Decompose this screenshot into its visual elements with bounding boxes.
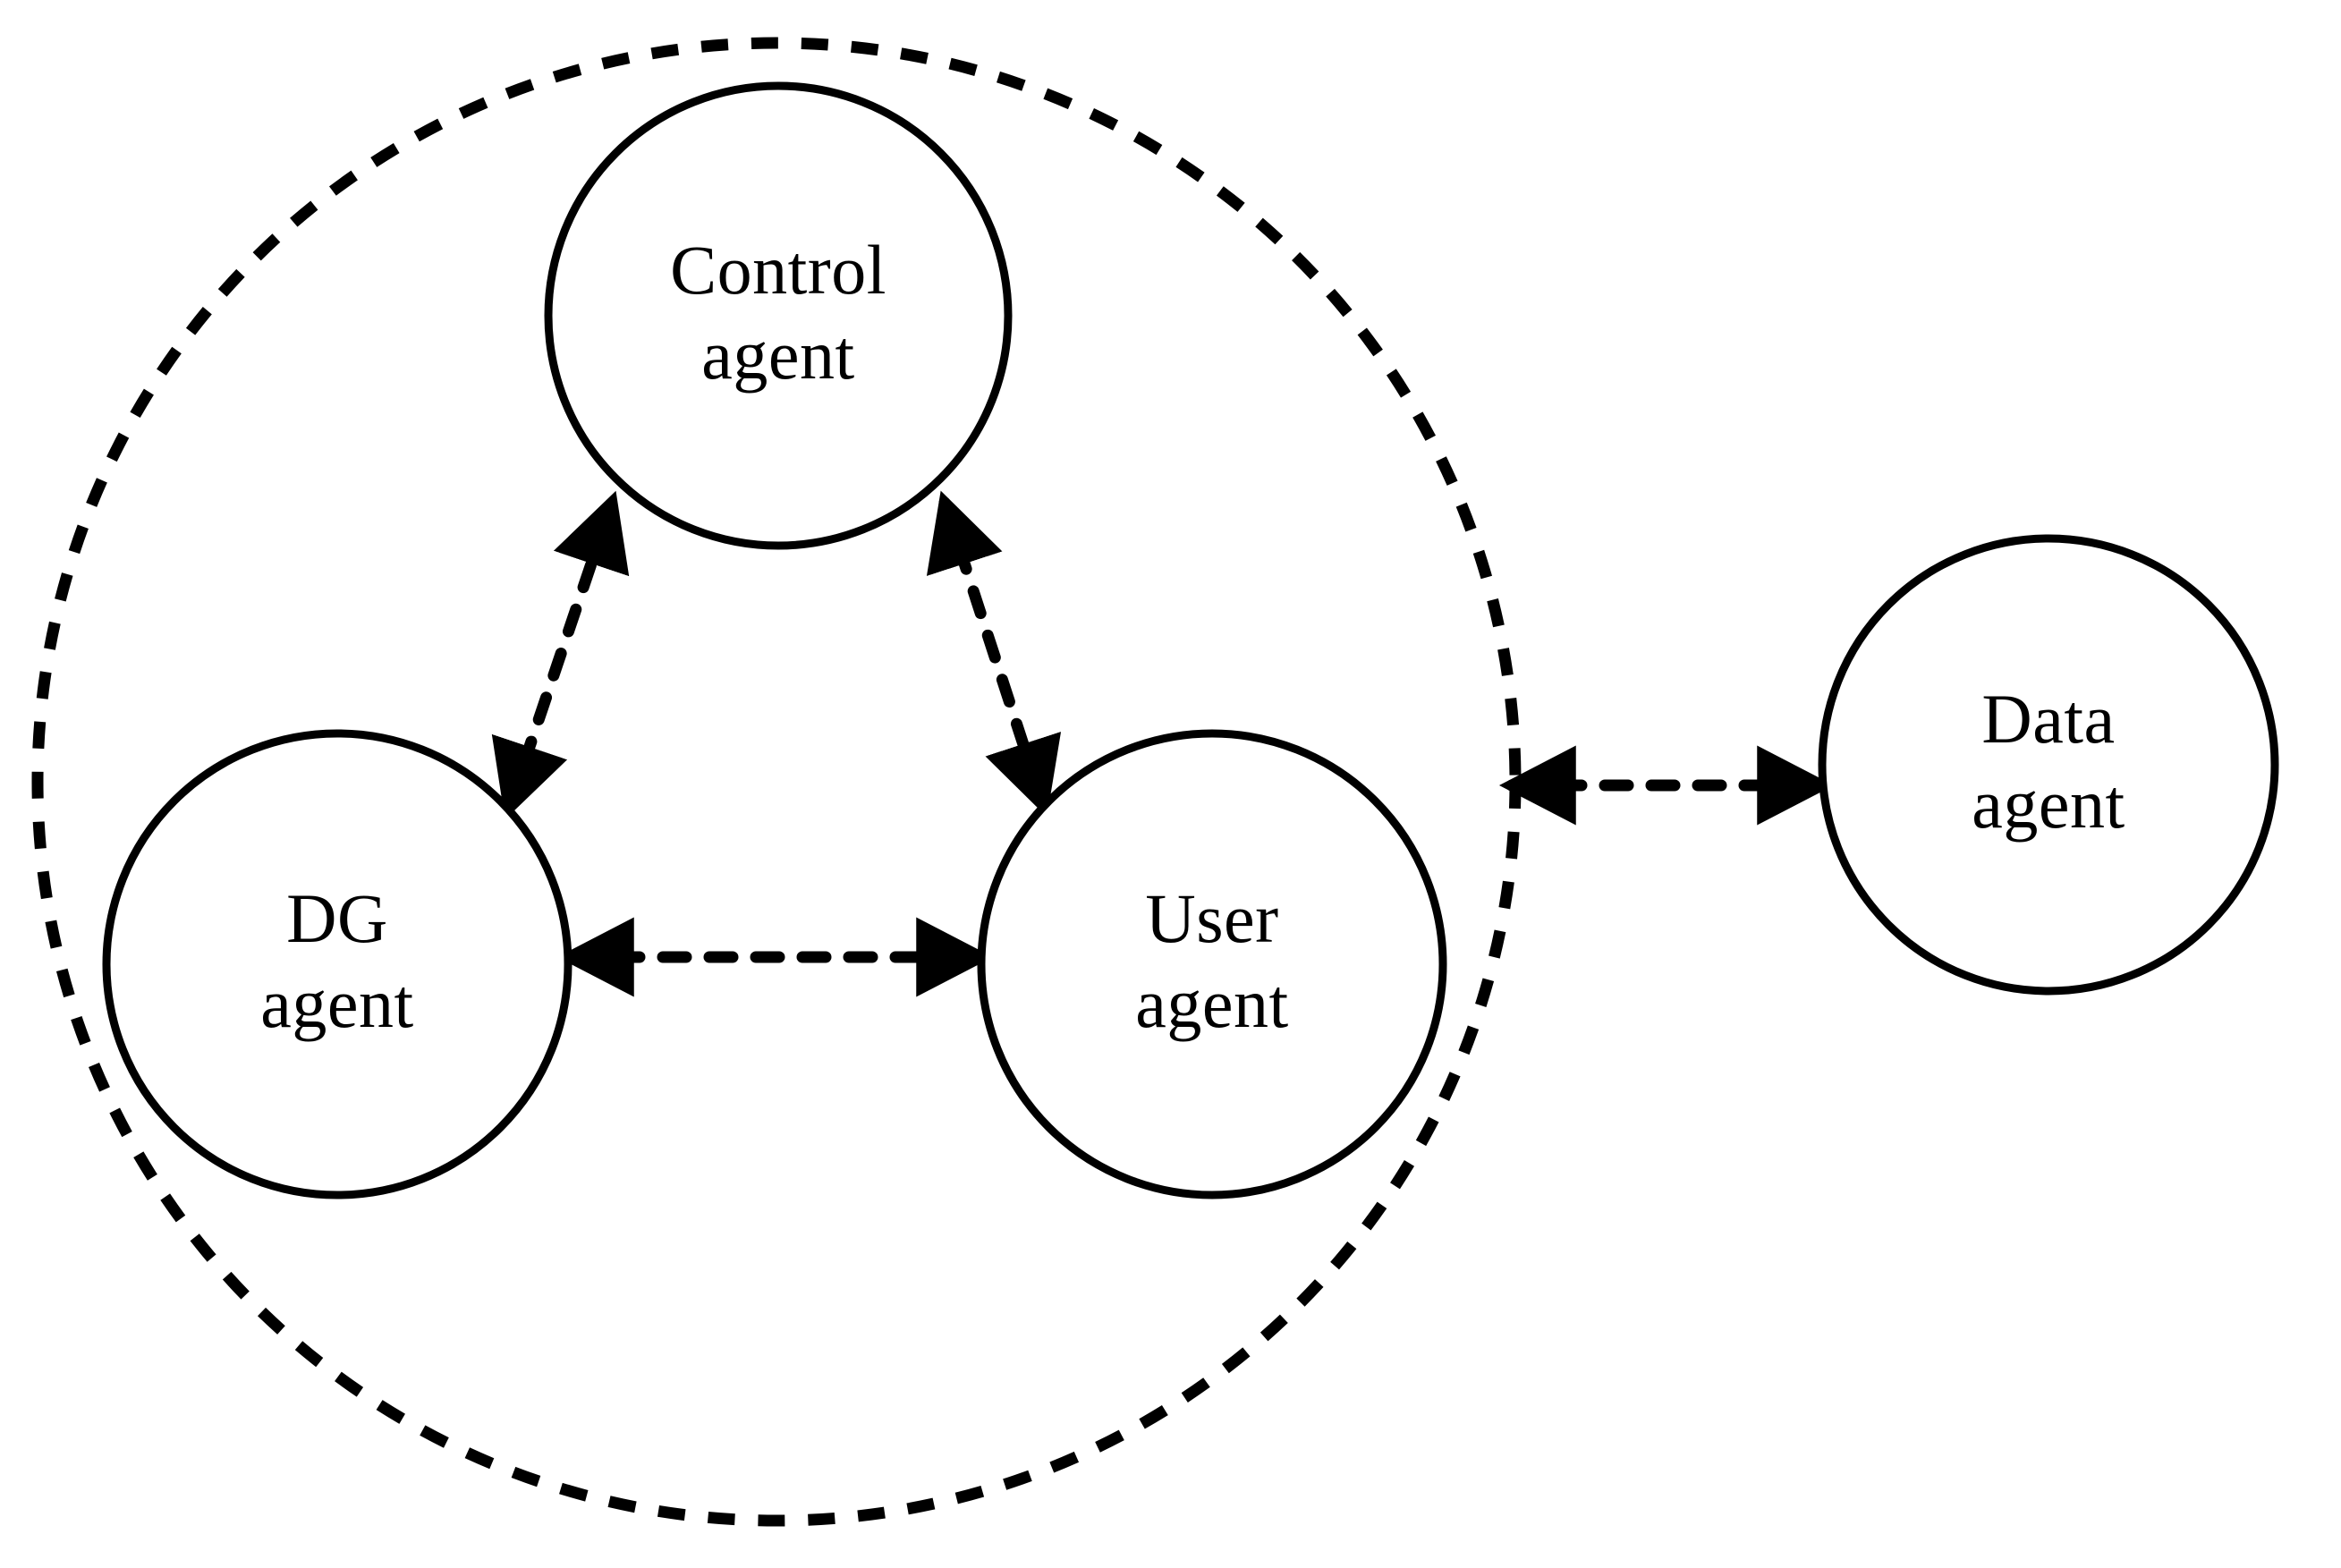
control-agent-label-line1: Control: [670, 231, 886, 309]
data-agent-circle[interactable]: [1818, 534, 2279, 996]
dg-control-arrow: [491, 490, 630, 820]
user-agent-label-line1: User: [1145, 879, 1278, 957]
control-agent-label-line2: agent: [701, 316, 854, 394]
node-control-agent[interactable]: Control agent: [544, 81, 1013, 550]
node-data-agent[interactable]: Data agent: [1818, 534, 2279, 996]
control-agent-circle[interactable]: [544, 81, 1013, 550]
link-control-user: [926, 490, 1062, 818]
user-agent-circle[interactable]: [977, 729, 1447, 1199]
dg-agent-label-line2: agent: [260, 964, 413, 1042]
data-agent-label-line2: agent: [1972, 765, 2125, 843]
data-agent-label-line1: Data: [1981, 680, 2115, 758]
node-user-agent[interactable]: User agent: [977, 729, 1447, 1199]
node-dg-agent[interactable]: DG agent: [102, 729, 573, 1199]
user-agent-label-line2: agent: [1135, 964, 1288, 1042]
dg-agent-label-line1: DG: [286, 879, 388, 957]
link-dg-control: [491, 490, 630, 820]
dg-agent-circle[interactable]: [102, 729, 573, 1199]
control-user-arrow: [926, 490, 1062, 818]
